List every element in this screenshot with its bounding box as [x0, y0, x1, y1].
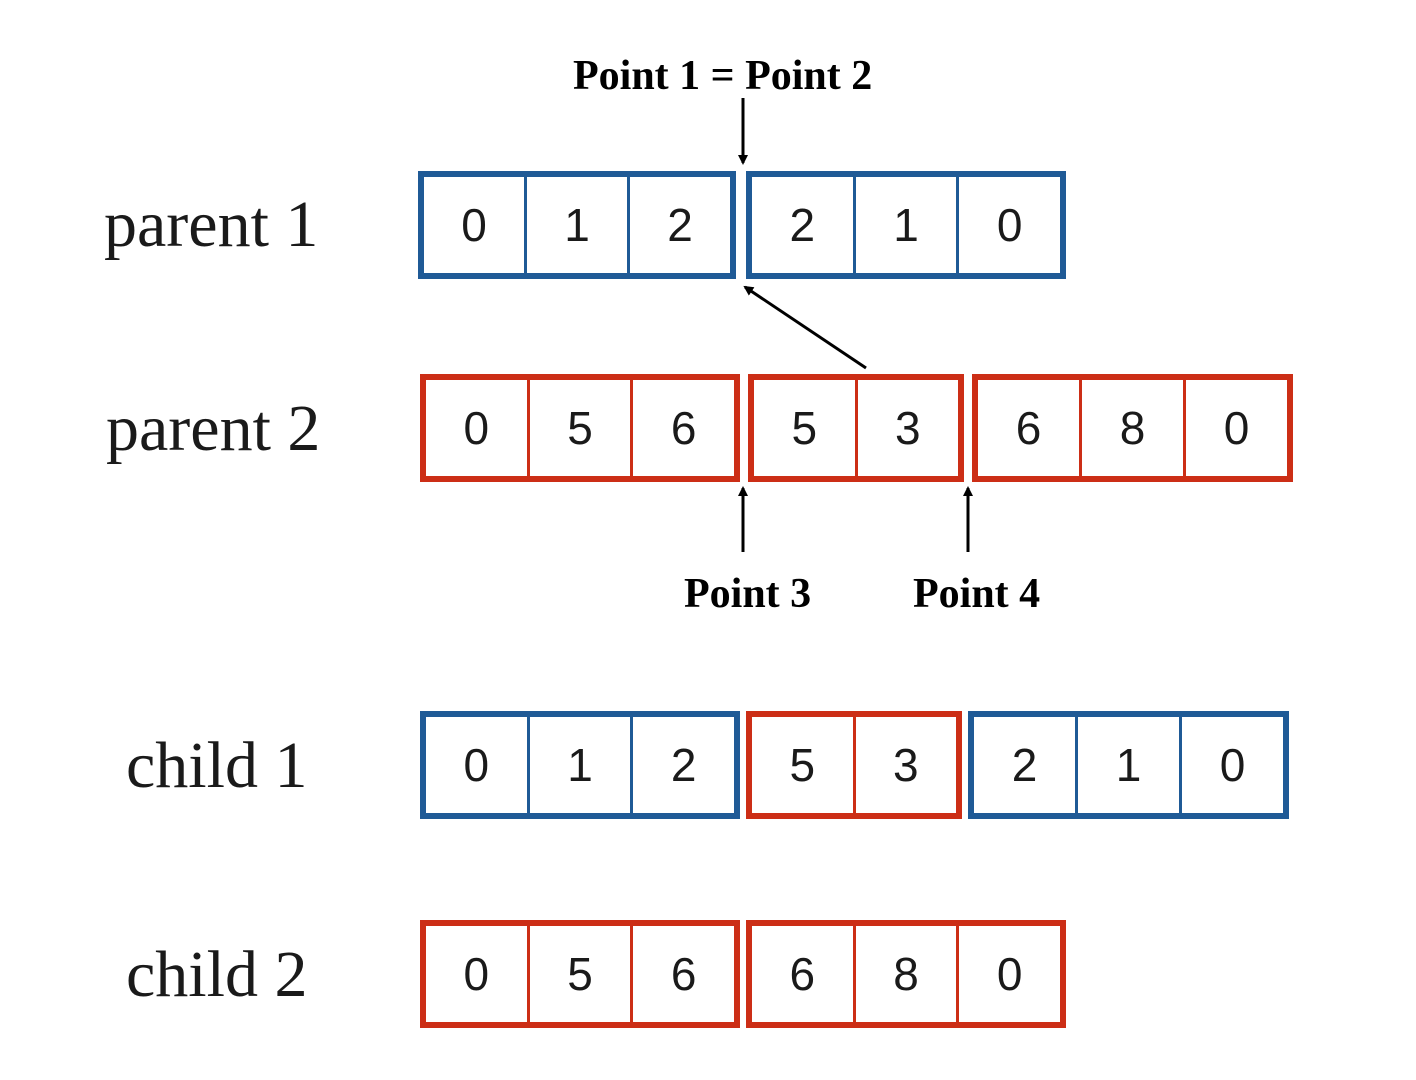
- child-1-segment-3: 2 1 0: [968, 711, 1289, 819]
- gene-cell: 3: [854, 380, 959, 476]
- gene-cell: 6: [789, 948, 816, 1000]
- gene-cell: 1: [526, 717, 631, 813]
- gene-cell: 2: [630, 717, 734, 813]
- child-2-segment-1: 0 5 6: [420, 920, 740, 1028]
- gene-cell: 1: [524, 177, 627, 273]
- parent-1-segment-1: 0 1 2: [418, 171, 736, 279]
- gene-cell: 5: [526, 926, 631, 1022]
- gene-cell: 5: [789, 739, 816, 791]
- parent-2-segment-1: 0 5 6: [420, 374, 740, 482]
- gene-cell: 5: [791, 402, 818, 454]
- child-1-segment-1: 0 1 2: [420, 711, 740, 819]
- gene-cell: 0: [1179, 717, 1283, 813]
- gene-cell: 8: [852, 926, 957, 1022]
- gene-cell: 0: [463, 948, 490, 1000]
- point-4-label: Point 4: [913, 571, 1041, 617]
- child-1-segment-2: 5 3: [746, 711, 962, 819]
- gene-cell: 0: [461, 199, 487, 251]
- gene-cell: 2: [627, 177, 730, 273]
- point-1-2-label: Point 1 = Point 2: [573, 53, 873, 99]
- point-3-label: Point 3: [684, 571, 812, 617]
- gene-cell: 5: [526, 380, 631, 476]
- segment-transfer-arrow: [743, 285, 867, 370]
- gene-cell: 3: [852, 717, 957, 813]
- gene-cell: 6: [630, 926, 734, 1022]
- gene-cell: 6: [1015, 402, 1042, 454]
- child-2-label: child 2: [126, 938, 308, 1011]
- gene-cell: 6: [630, 380, 734, 476]
- gene-cell: 8: [1079, 380, 1183, 476]
- gene-cell: 2: [789, 199, 816, 251]
- child-2-segment-2: 6 8 0: [746, 920, 1066, 1028]
- gene-cell: 0: [1183, 380, 1287, 476]
- gene-cell: 1: [1075, 717, 1179, 813]
- parent-2-segment-2: 5 3: [748, 374, 964, 482]
- child-1-label: child 1: [126, 729, 308, 802]
- gene-cell: 0: [463, 739, 490, 791]
- gene-cell: 0: [956, 177, 1060, 273]
- gene-cell: 0: [956, 926, 1060, 1022]
- gene-cell: 0: [463, 402, 490, 454]
- parent-2-label: parent 2: [106, 392, 321, 465]
- gene-cell: 2: [1011, 739, 1038, 791]
- gene-cell: 1: [852, 177, 957, 273]
- parent-1-segment-2: 2 1 0: [746, 171, 1066, 279]
- parent-1-label: parent 1: [104, 188, 319, 261]
- parent-2-segment-3: 6 8 0: [972, 374, 1293, 482]
